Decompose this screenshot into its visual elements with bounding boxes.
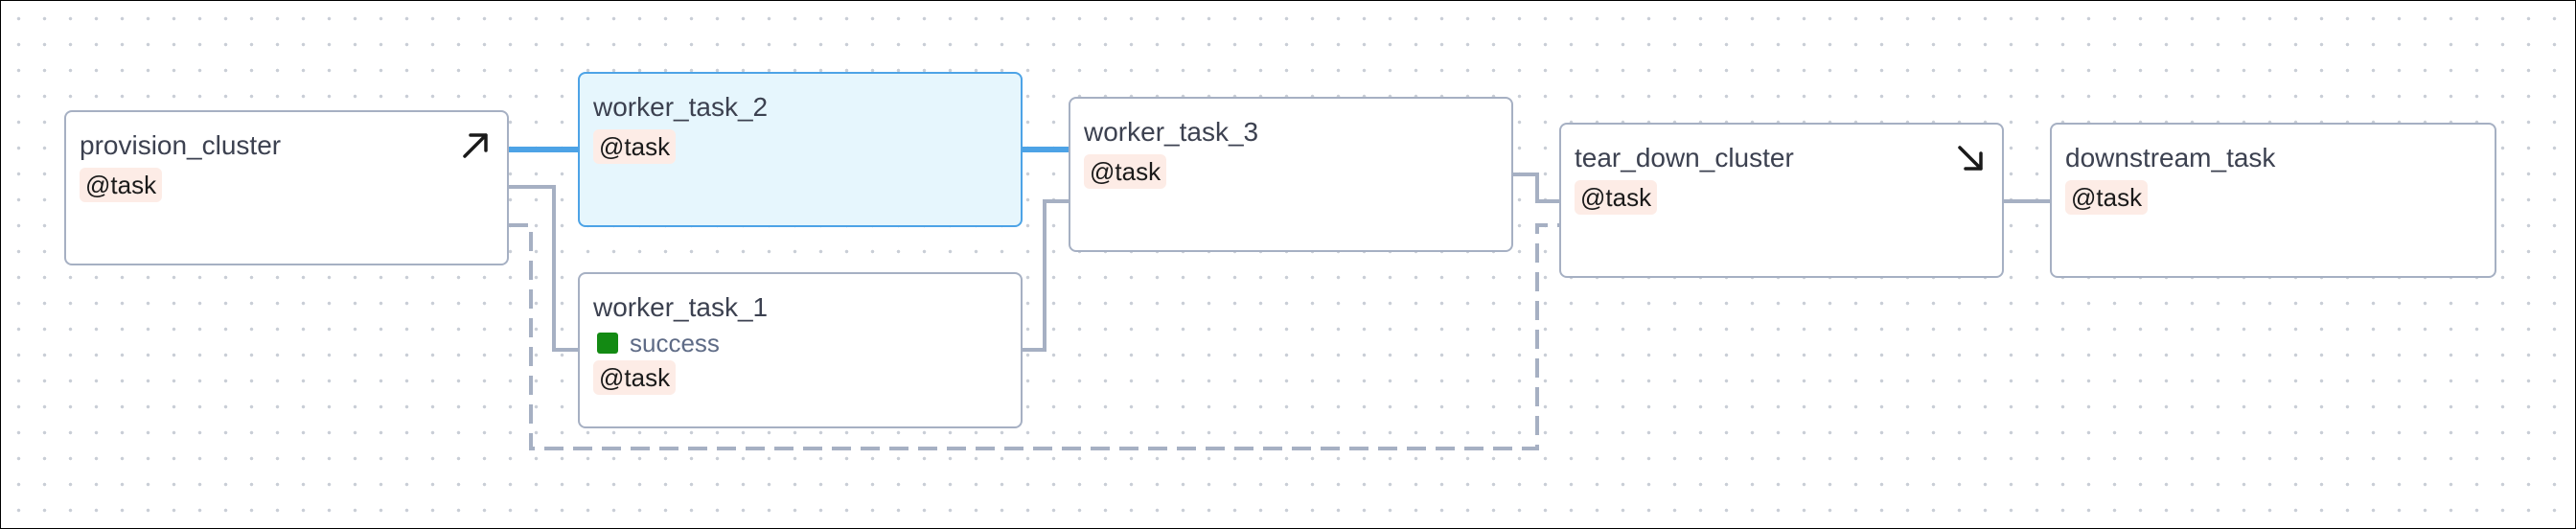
- node-worker-task-1[interactable]: worker_task_1 success @task: [578, 272, 1023, 428]
- task-decorator-badge: @task: [593, 360, 677, 395]
- status-success-icon: [597, 333, 618, 354]
- edge-provision-to-worker-task-1: [509, 185, 578, 352]
- node-worker-task-2[interactable]: worker_task_2 @task: [578, 72, 1023, 227]
- status-label: success: [630, 329, 720, 357]
- node-title: worker_task_1: [593, 292, 769, 322]
- node-title: tear_down_cluster: [1575, 143, 1794, 172]
- node-title: downstream_task: [2065, 143, 2276, 172]
- node-downstream-task[interactable]: downstream_task @task: [2050, 123, 2496, 278]
- task-decorator-badge: @task: [1084, 154, 1167, 189]
- arrow-down-right-icon[interactable]: [1954, 142, 1987, 174]
- node-title: worker_task_2: [593, 92, 769, 122]
- node-provision-cluster[interactable]: provision_cluster @task: [64, 110, 509, 265]
- node-title: provision_cluster: [80, 130, 282, 160]
- edge-provision-to-teardown-dashed: [509, 223, 1559, 450]
- task-decorator-badge: @task: [2065, 180, 2149, 215]
- edge-worker-task-1-to-worker-task-3: [1023, 199, 1069, 352]
- task-decorator-badge: @task: [1575, 180, 1658, 215]
- task-decorator-badge: @task: [80, 168, 163, 202]
- task-status: success: [593, 328, 1021, 358]
- node-tear-down-cluster[interactable]: tear_down_cluster @task: [1559, 123, 2004, 278]
- node-worker-task-3[interactable]: worker_task_3 @task: [1069, 97, 1513, 252]
- edge-worker-task-3-to-teardown: [1513, 172, 1559, 203]
- task-decorator-badge: @task: [593, 129, 677, 164]
- arrow-up-right-icon[interactable]: [459, 129, 492, 162]
- node-title: worker_task_3: [1084, 117, 1259, 147]
